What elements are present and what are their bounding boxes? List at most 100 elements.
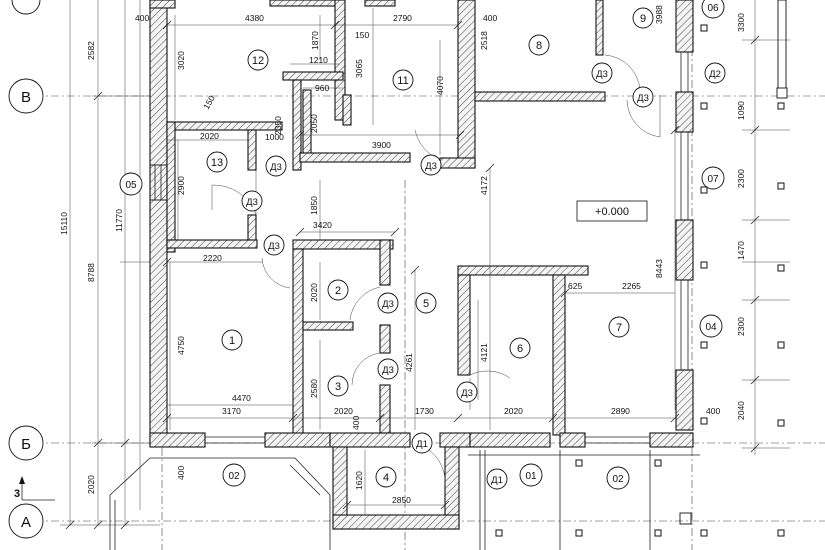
door-d3-room8: Д3 <box>596 69 608 80</box>
window-02-left: 02 <box>228 471 240 482</box>
room-6: 6 <box>517 343 523 355</box>
dim-1850: 1850 <box>309 196 319 215</box>
column-markers <box>495 24 785 537</box>
dim-400-vestibule: 400 <box>351 416 361 430</box>
axis-label-a: А <box>21 514 31 531</box>
dim-3988: 3988 <box>654 5 664 24</box>
left-dimension-lines <box>60 0 165 530</box>
axis-bubble-v: В <box>8 78 44 114</box>
dim-2020-room6: 2020 <box>504 406 523 416</box>
room-11: 11 <box>397 75 408 87</box>
dim-3420: 3420 <box>313 220 332 230</box>
door-d3-corridor: Д3 <box>270 162 282 173</box>
section-mark: 3 <box>14 476 55 501</box>
door-d3-room6: Д3 <box>461 388 473 399</box>
dim-1870: 1870 <box>310 31 320 50</box>
dim-2518: 2518 <box>479 31 489 50</box>
dimension-ticks <box>162 20 680 510</box>
level-mark: +0.000 <box>595 206 629 218</box>
dim-4121: 4121 <box>479 343 489 362</box>
axis-label-v: В <box>21 89 31 106</box>
dim-2582: 2582 <box>86 41 96 60</box>
window-openings <box>149 0 788 444</box>
dim-2350: 2350 <box>273 116 283 135</box>
dim-1730: 1730 <box>415 406 434 416</box>
door-d3-room1: Д3 <box>268 241 280 252</box>
dim-2300-upper: 2300 <box>736 169 746 188</box>
dim-1090: 1090 <box>736 101 746 120</box>
dim-400-top-right: 400 <box>483 13 497 23</box>
level-mark-box <box>576 200 648 222</box>
dim-4470: 4470 <box>232 393 251 403</box>
room-3: 3 <box>335 381 341 393</box>
room-8: 8 <box>536 40 542 52</box>
dim-2900: 2900 <box>176 176 186 195</box>
porch-outlines <box>109 450 700 550</box>
door-d3-room3: Д3 <box>382 365 394 376</box>
inner-dimension-lines <box>167 8 676 515</box>
room-5: 5 <box>423 298 429 310</box>
dim-4172: 4172 <box>479 176 489 195</box>
dim-2580: 2580 <box>309 379 319 398</box>
dim-2020-left: 2020 <box>86 475 96 494</box>
door-d3-room2: Д3 <box>382 299 394 310</box>
dim-8788: 8788 <box>86 263 96 282</box>
dim-1470: 1470 <box>736 241 746 260</box>
dim-2850: 2850 <box>392 495 411 505</box>
dim-2040: 2040 <box>736 401 746 420</box>
door-d1-rear: Д1 <box>491 475 503 486</box>
dim-1620: 1620 <box>354 471 364 490</box>
dim-3300: 3300 <box>736 13 746 32</box>
dim-2220: 2220 <box>203 253 222 263</box>
axis-bubble-a: А <box>8 503 44 539</box>
section-mark-label: 3 <box>14 488 20 500</box>
dim-960: 960 <box>315 83 329 93</box>
room-4: 4 <box>383 472 389 484</box>
dim-4070: 4070 <box>435 76 445 95</box>
dim-2050: 2050 <box>309 114 319 133</box>
window-07: 07 <box>707 174 719 185</box>
dim-2265: 2265 <box>622 281 641 291</box>
dim-11770: 11770 <box>114 209 124 232</box>
right-dimension-lines <box>742 0 790 455</box>
dim-4380: 4380 <box>245 13 264 23</box>
door-d1-main: Д1 <box>416 439 428 450</box>
dim-3900: 3900 <box>372 140 391 150</box>
dim-3170: 3170 <box>222 406 241 416</box>
window-01: 01 <box>525 471 537 482</box>
window-02-right: 02 <box>612 474 624 485</box>
room-13: 13 <box>211 157 223 169</box>
dim-2790: 2790 <box>393 13 412 23</box>
room-1: 1 <box>229 335 235 347</box>
dim-400-right: 400 <box>706 406 720 416</box>
room-labels: 12 11 8 9 13 1 2 3 5 6 7 4 <box>206 7 654 488</box>
dim-1000: 1000 <box>265 132 284 142</box>
door-d3-room11: Д3 <box>425 161 437 172</box>
room-2: 2 <box>335 285 341 297</box>
dim-2020-room13: 2020 <box>200 131 219 141</box>
room-7: 7 <box>616 322 622 334</box>
window-05: 05 <box>125 180 137 191</box>
dim-2300-lower: 2300 <box>736 317 746 336</box>
room-9: 9 <box>640 13 646 25</box>
dim-150-top: 150 <box>355 30 369 40</box>
door-marks: Д3 Д3 Д2 Д3 Д3 Д3 Д3 Д3 Д3 Д3 Д1 Д1 <box>241 62 726 490</box>
dim-2020-room2: 2020 <box>309 283 319 302</box>
door-d3-room13: Д3 <box>246 197 258 208</box>
dim-4750: 4750 <box>176 336 186 355</box>
dim-2020-room3: 2020 <box>334 406 353 416</box>
dim-3020: 3020 <box>176 51 186 70</box>
dim-8443: 8443 <box>654 259 664 278</box>
walls <box>149 0 694 530</box>
dim-15110: 15110 <box>59 212 69 235</box>
dim-2890: 2890 <box>611 406 630 416</box>
window-marks: 05 06 07 04 02 02 01 <box>119 0 725 490</box>
dim-625: 625 <box>568 281 582 291</box>
room-12: 12 <box>252 55 264 67</box>
door-d3-room9: Д3 <box>637 93 649 104</box>
dim-4261: 4261 <box>404 353 414 372</box>
axis-bubble-b: Б <box>8 425 44 461</box>
dim-400-top: 400 <box>135 13 149 23</box>
window-06: 06 <box>707 3 719 14</box>
axis-label-b: Б <box>21 436 31 453</box>
